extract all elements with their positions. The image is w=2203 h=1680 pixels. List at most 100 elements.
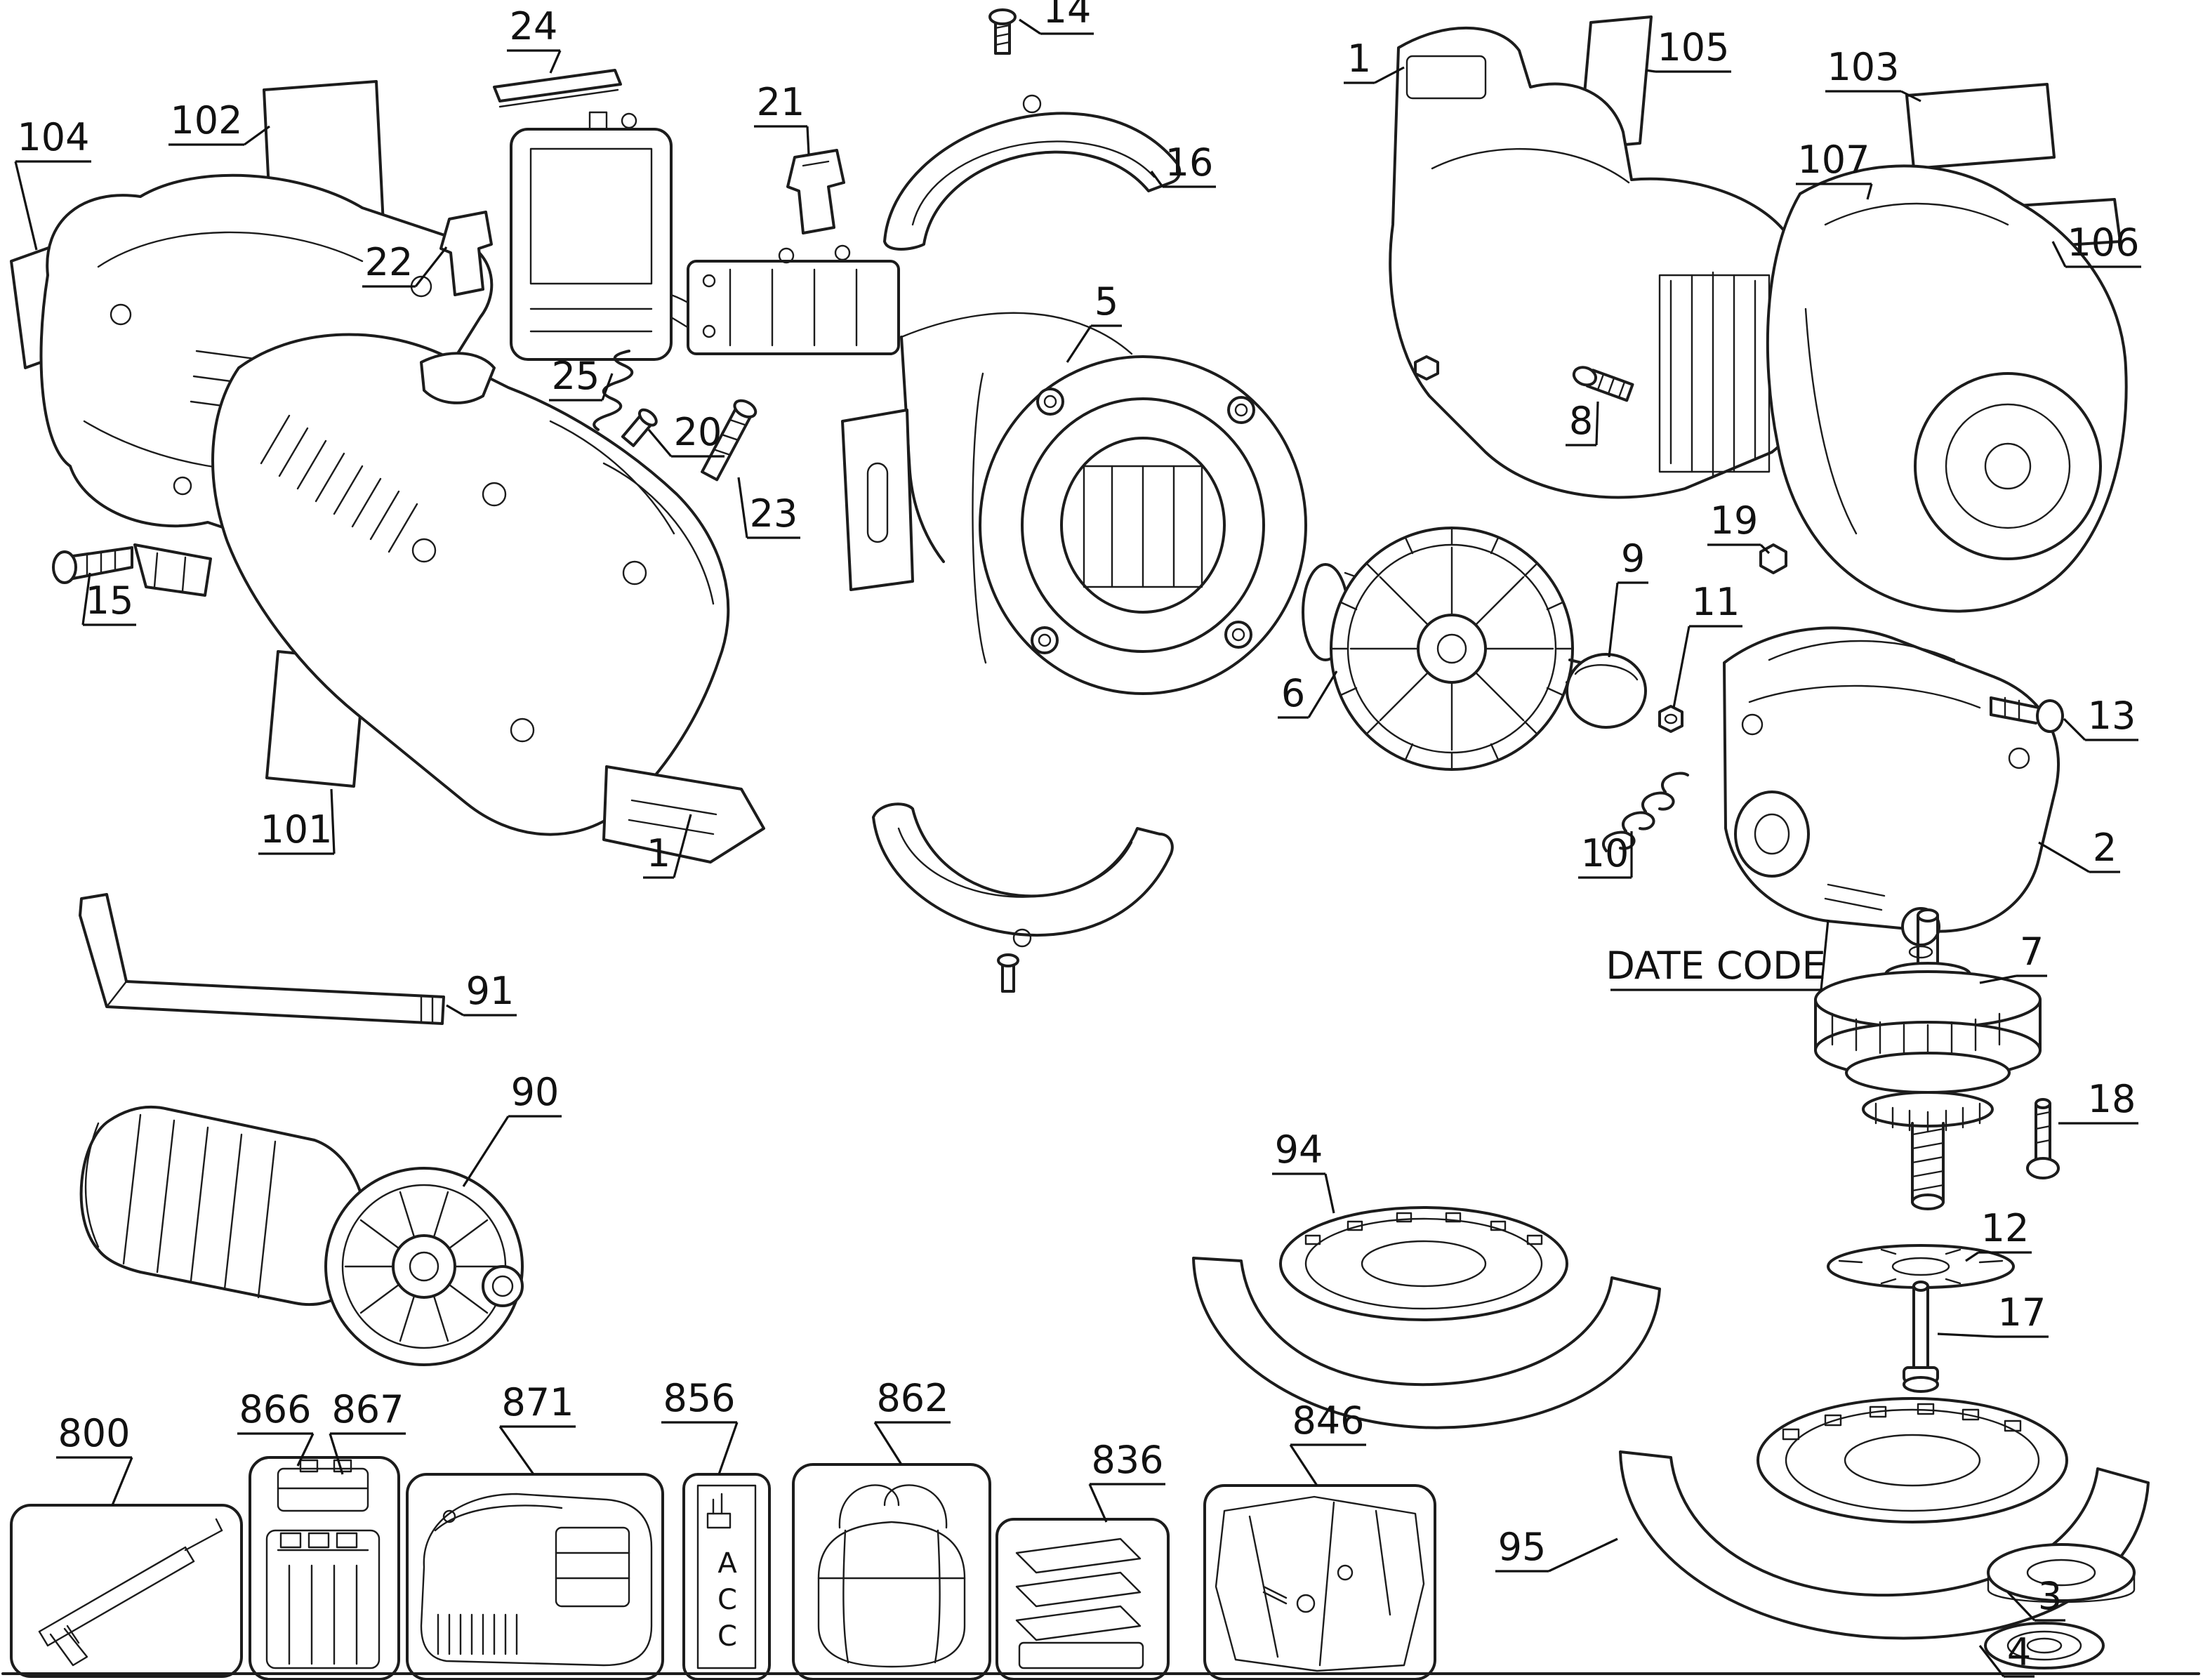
callout-leader-line xyxy=(1307,670,1338,718)
handle-clamp-top xyxy=(883,94,1182,251)
callout-leader-line xyxy=(1374,66,1405,84)
callout-label-90: 90 xyxy=(511,1070,560,1114)
callout-label-25: 25 xyxy=(552,354,600,398)
callout-leader-line xyxy=(737,477,748,538)
callout-label-2: 2 xyxy=(2093,826,2117,870)
callout-leader-line xyxy=(1866,183,1873,200)
screw-clamp-bottom xyxy=(997,953,1019,993)
rear-housing-inner-half xyxy=(1389,26,1815,499)
side-handle-90 xyxy=(79,1105,524,1366)
callout-leader-line xyxy=(446,1004,464,1017)
callout-leader-line xyxy=(244,125,270,146)
callout-label-13: 13 xyxy=(2088,694,2136,738)
callout-label-104: 104 xyxy=(17,115,89,159)
clutch-assembly-7 xyxy=(1814,908,2042,1210)
callout-leader-line xyxy=(1820,919,1830,991)
callout-label-3: 3 xyxy=(2038,1574,2062,1618)
callout-leader-line xyxy=(601,373,614,401)
callout-leader-line xyxy=(1608,582,1619,658)
kit-box-846 xyxy=(1203,1484,1436,1680)
callout-leader-line xyxy=(14,161,38,251)
callout-label-862: 862 xyxy=(876,1376,948,1420)
callout-label-105: 105 xyxy=(1657,25,1729,70)
callout-label-21: 21 xyxy=(757,80,805,124)
callout-leader-line xyxy=(1900,90,1921,102)
kit-box-856: A C C xyxy=(682,1473,771,1680)
callout-label-91: 91 xyxy=(466,969,515,1013)
backing-flange-3 xyxy=(1987,1543,2136,1603)
kit-box-800 xyxy=(10,1504,243,1678)
callout-label-846: 846 xyxy=(1292,1398,1364,1443)
label-sticker-103 xyxy=(1905,83,2056,170)
callout-leader-line xyxy=(1965,1251,1979,1262)
callout-leader-line xyxy=(1645,69,1656,73)
callout-label-16: 16 xyxy=(1165,140,1214,185)
callout-leader-line xyxy=(330,788,336,854)
handle-clamp-bottom xyxy=(872,802,1174,948)
callout-label-800: 800 xyxy=(58,1411,130,1455)
callout-leader-line xyxy=(1088,1483,1108,1523)
callout-label-94: 94 xyxy=(1275,1127,1323,1172)
callout-leader-line xyxy=(1595,401,1599,446)
callout-label-4: 4 xyxy=(2007,1630,2031,1674)
callout-leader-line xyxy=(1019,18,1041,35)
acc-card-letter-3: C xyxy=(717,1620,737,1653)
callout-label-11: 11 xyxy=(1692,580,1740,624)
callout-label-856: 856 xyxy=(663,1376,735,1420)
callout-label-103: 103 xyxy=(1827,45,1899,89)
callout-leader-line xyxy=(2038,841,2090,873)
nut-11 xyxy=(1658,705,1683,733)
callout-label-8: 8 xyxy=(1569,399,1593,443)
callout-leader-line xyxy=(2051,241,2067,267)
callout-label-101: 101 xyxy=(260,807,332,852)
hex-wrench-91 xyxy=(79,893,445,1025)
field-case xyxy=(841,312,1307,695)
callout-label-24: 24 xyxy=(510,4,558,48)
callout-label-1: 1 xyxy=(1347,37,1371,81)
callout-label-date-code: DATE CODE xyxy=(1606,944,1826,988)
bearing-9 xyxy=(1566,653,1647,729)
screw-14 xyxy=(988,8,1017,55)
callout-label-19: 19 xyxy=(1710,498,1759,543)
callout-label-836: 836 xyxy=(1091,1438,1163,1482)
callout-leader-line xyxy=(81,572,91,626)
screw-20 xyxy=(621,408,658,447)
callout-leader-line xyxy=(1978,1645,2005,1677)
callout-label-107: 107 xyxy=(1797,138,1870,182)
callout-label-18: 18 xyxy=(2088,1077,2136,1121)
gear-case-assembly xyxy=(1723,626,2060,959)
armature-assembly xyxy=(1302,527,1683,771)
callout-leader-line xyxy=(549,50,562,74)
callout-label-7: 7 xyxy=(2020,930,2044,974)
torsion-spring-10 xyxy=(1602,772,1689,852)
spring-25 xyxy=(593,350,633,431)
screw-8 xyxy=(1572,366,1634,402)
callout-label-17: 17 xyxy=(1998,1290,2046,1335)
callout-leader-line xyxy=(806,126,810,155)
callout-leader-line xyxy=(462,1116,510,1187)
callout-leader-line xyxy=(296,1433,315,1467)
callout-label-106: 106 xyxy=(2067,220,2139,265)
switch-module xyxy=(510,111,900,361)
callout-label-20: 20 xyxy=(674,410,722,454)
bolt-15 xyxy=(52,546,133,584)
callout-leader-line xyxy=(1672,626,1691,708)
clamp-nut-4 xyxy=(1984,1622,2105,1669)
callout-label-871: 871 xyxy=(501,1380,574,1424)
callout-leader-line xyxy=(498,1426,535,1475)
callout-leader-line xyxy=(111,1457,133,1506)
callout-label-95: 95 xyxy=(1498,1525,1547,1569)
callout-leader-line xyxy=(1066,325,1092,363)
acc-card-letter-2: C xyxy=(717,1584,737,1616)
screw-23 xyxy=(701,399,758,482)
callout-leader-line xyxy=(1324,1173,1335,1214)
callout-label-6: 6 xyxy=(1281,671,1305,715)
callout-leader-line xyxy=(2006,1591,2036,1622)
screw-18 xyxy=(2026,1098,2060,1179)
callout-label-14: 14 xyxy=(1043,0,1092,32)
callout-leader-line xyxy=(1548,1537,1618,1573)
callout-leader-line xyxy=(1937,1332,1996,1338)
callout-label-23: 23 xyxy=(750,491,798,536)
